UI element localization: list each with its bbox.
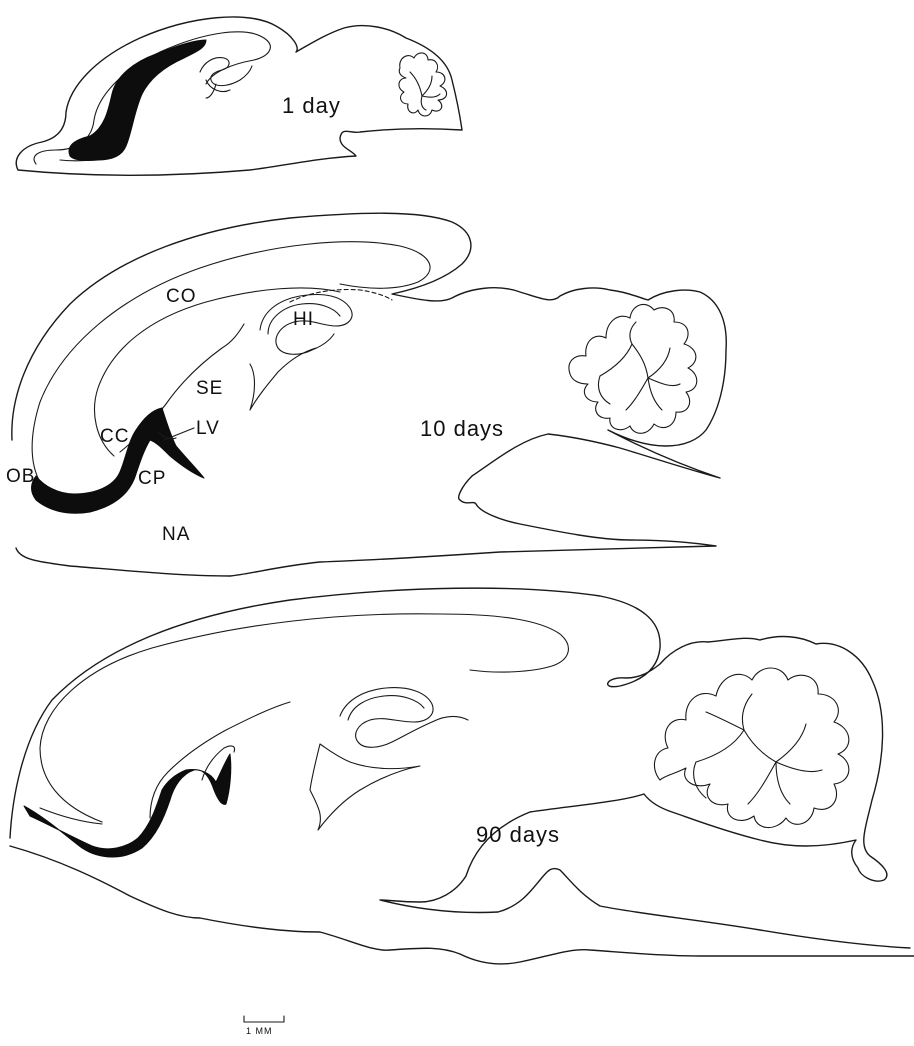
panel-90-days-hippocampus-2 <box>348 696 424 720</box>
panel-90-days-cortex-inner <box>40 614 568 822</box>
panel-10-days-cerebellum <box>569 304 697 433</box>
panel-90-days: 90 days <box>10 588 914 964</box>
panel-90-days-ventricle <box>24 754 231 857</box>
label-co: CO <box>166 286 197 307</box>
panel-90-days-outline <box>10 588 910 948</box>
panel-1-day-hippocampus-2 <box>206 80 230 98</box>
label-na: NA <box>162 524 190 545</box>
panel-10-days-age-label: 10 days <box>420 416 504 441</box>
panel-1-day-age-label: 1 day <box>282 93 341 118</box>
scale-bar-label: 1 MM <box>246 1026 273 1036</box>
label-cc: CC <box>100 426 129 447</box>
panel-90-days-base <box>10 846 914 964</box>
scale-bar: 1 MM <box>244 1016 284 1036</box>
label-cp: CP <box>138 468 166 489</box>
panel-90-days-fimbria <box>310 744 420 830</box>
panel-90-days-cerebellum <box>654 668 848 828</box>
panel-1-day: 1 day <box>16 17 462 175</box>
panel-10-days: CO HI SE CC LV OB CP NA 10 days <box>6 213 726 576</box>
panel-90-days-cortex-inner-2 <box>40 808 102 824</box>
panel-10-days-outline <box>12 213 726 576</box>
scale-bar-line <box>244 1016 284 1022</box>
panel-1-day-ventricle <box>69 40 206 161</box>
label-se: SE <box>196 378 223 399</box>
panel-90-days-age-label: 90 days <box>476 822 560 847</box>
panel-10-days-cerebellum-inner <box>598 322 680 410</box>
panel-10-days-fimbria <box>250 348 316 410</box>
label-lv: LV <box>196 418 220 439</box>
panel-90-days-cerebellum-inner <box>694 694 822 804</box>
panel-10-days-cortex-inner <box>32 242 430 488</box>
label-hi: HI <box>293 309 314 330</box>
panel-10-days-ventricle <box>32 408 205 513</box>
panel-1-day-cerebellum-inner <box>410 72 440 110</box>
label-ob: OB <box>6 466 35 487</box>
